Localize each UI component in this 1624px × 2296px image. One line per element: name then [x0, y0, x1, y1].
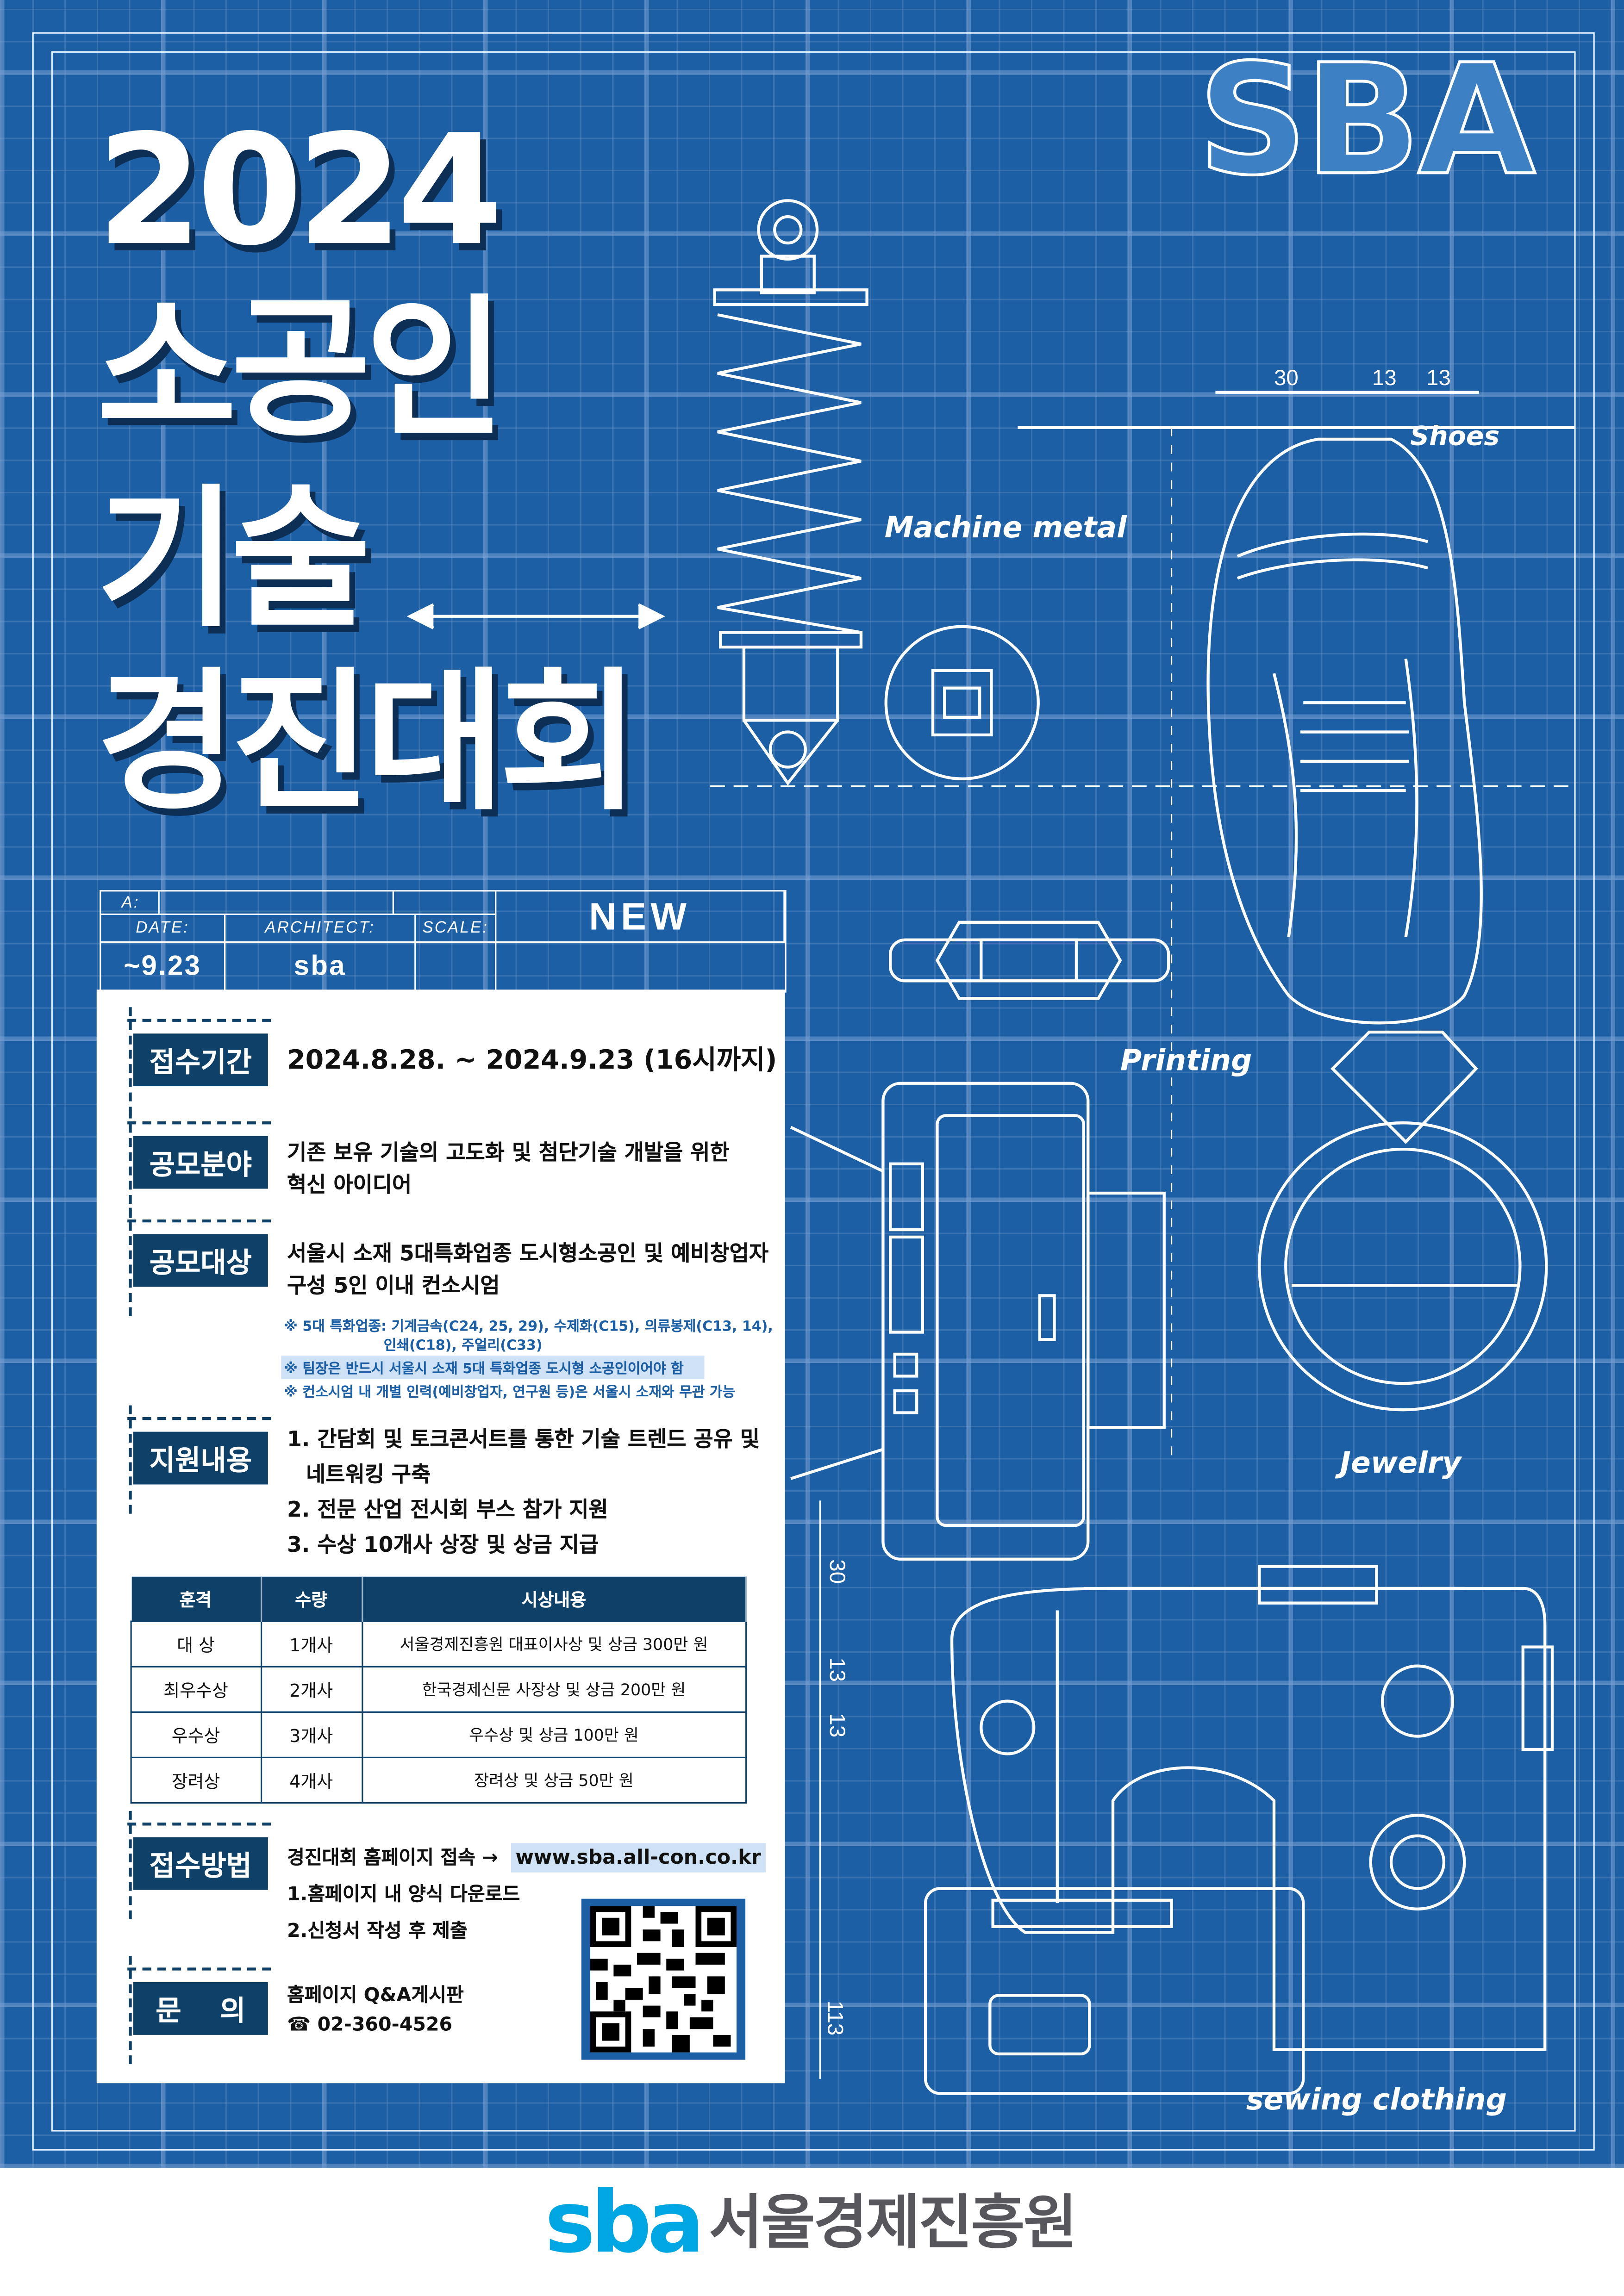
target-line: 구성 5인 이내 컨소시엄	[287, 1275, 500, 1299]
dimension-label: 13	[1426, 366, 1451, 391]
section-label-apply: 접수방법	[127, 1811, 271, 1919]
qr-code[interactable]	[581, 1898, 746, 2060]
support-line: 1. 간담회 및 토크콘서트를 통한 기술 트렌드 공유 및	[287, 1429, 760, 1452]
cell-award: 장려상 및 상금 50만 원	[361, 1756, 747, 1804]
table-header-row: 훈격 수량 시상내용	[131, 1576, 747, 1622]
section-label-support: 지원내용	[127, 1405, 271, 1514]
support-line: 2. 전문 산업 전시회 부스 참가 지원	[287, 1499, 608, 1523]
outer-frame	[32, 32, 1595, 2151]
field-line: 혁신 아이디어	[287, 1174, 412, 1198]
date-label: DATE:	[101, 915, 226, 943]
section-label-field: 공모분야	[127, 1109, 271, 1218]
column-header: 훈격	[131, 1576, 262, 1622]
dimension-label: 13	[1372, 366, 1397, 391]
target-note: ※ 컨소시엄 내 개별 인력(예비창업자, 연구원 등)은 서울시 소재와 무관…	[284, 1385, 736, 1401]
shock-absorber-drawing	[713, 199, 868, 786]
scale-value	[416, 943, 497, 991]
footer: sba 서울경제진흥원	[0, 2168, 1624, 2296]
cell-count: 2개사	[260, 1666, 362, 1713]
section-label-period: 접수기간	[127, 1007, 271, 1116]
sba-logo-mark: sba	[544, 2172, 705, 2272]
section-label-target: 공모대상	[127, 1207, 271, 1316]
title-block-cell	[159, 891, 394, 915]
double-arrow-icon	[406, 603, 665, 629]
column-header: 시상내용	[362, 1576, 747, 1622]
date-value: ~9.23	[101, 943, 226, 991]
apply-line: 경진대회 홈페이지 접속 →	[287, 1847, 498, 1870]
title-year: 2024	[96, 101, 503, 280]
dimension-label: 113	[822, 2000, 847, 2036]
section-label-contact: 문 의	[127, 1956, 271, 2065]
cell-rank: 최우수상	[130, 1666, 262, 1713]
cell-award: 서울경제진흥원 대표이사상 및 상금 300만 원	[361, 1620, 747, 1668]
title-line-3: 경진대회	[96, 653, 640, 832]
cell-rank: 우수상	[130, 1711, 262, 1759]
dimension-label: 13	[824, 1657, 849, 1682]
column-header: 수량	[261, 1576, 362, 1622]
field-line: 기존 보유 기술의 고도화 및 첨단기술 개발을 위한	[287, 1142, 730, 1165]
new-label: NEW	[496, 891, 785, 943]
architect-value: sba	[225, 943, 416, 991]
org-name: 서울경제진흥원	[708, 2190, 1077, 2258]
cell-rank: 대 상	[130, 1620, 262, 1668]
label-shoes: Shoes	[1410, 422, 1500, 453]
cell-award: 한국경제신문 사장상 및 상금 200만 원	[361, 1666, 747, 1713]
ring-drawing	[1258, 1030, 1548, 1412]
a-label: A:	[101, 891, 160, 915]
cell-count: 1개사	[260, 1620, 362, 1668]
title-block: A: DATE: ARCHITECT: SCALE: NEW ~9.23 sba	[100, 890, 787, 993]
gem-bracelet-drawing	[889, 921, 1170, 1000]
label-printing: Printing	[1120, 1042, 1252, 1078]
label-jewelry: Jewelry	[1340, 1445, 1462, 1480]
target-note-highlight: ※ 팀장은 반드시 서울시 소재 5대 특화업종 도시형 소공인이어야 함	[281, 1356, 705, 1379]
brand-outline: SBA	[1196, 31, 1537, 210]
cell-award: 우수상 및 상금 100만 원	[361, 1711, 747, 1759]
target-note: ※ 5대 특화업종: 기계금속(C24, 25, 29), 수제화(C15), …	[284, 1319, 773, 1335]
target-note: 인쇄(C18), 주얼리(C33)	[383, 1338, 543, 1354]
contact-phone: ☎ 02-360-4526	[287, 2014, 453, 2037]
label-machine-metal: Machine metal	[884, 509, 1127, 545]
knob-drawing	[884, 625, 1040, 780]
architect-label: ARCHITECT:	[225, 915, 416, 943]
apply-step: 1.홈페이지 내 양식 다운로드	[287, 1884, 520, 1906]
dimension-label: 13	[824, 1713, 849, 1738]
dimension-label: 30	[1274, 366, 1299, 391]
title-line-1: 소공인	[96, 280, 506, 459]
sewing-machine-drawing	[819, 1500, 1554, 2095]
support-line: 네트워킹 구축	[306, 1464, 431, 1487]
apply-url-link[interactable]: www.sba.all-con.co.kr	[511, 1843, 766, 1873]
printer-drawing	[790, 1082, 1166, 1561]
info-panel: 접수기간 2024.8.28. ~ 2024.9.23 (16시까지) 공모분야…	[96, 989, 785, 2084]
title-block-cell	[394, 891, 497, 915]
contact-board: 홈페이지 Q&A게시판	[287, 1985, 464, 2007]
dimension-label: 30	[824, 1559, 849, 1584]
cell-rank: 장려상	[130, 1756, 262, 1804]
cell-count: 3개사	[260, 1711, 362, 1759]
period-text: 2024.8.28. ~ 2024.9.23 (16시까지)	[287, 1045, 777, 1076]
blueprint-illustrations	[406, 199, 1574, 2095]
title-line-2: 기술	[96, 470, 371, 649]
support-line: 3. 수상 10개사 상장 및 상금 지급	[287, 1534, 599, 1558]
scale-label: SCALE:	[416, 915, 497, 943]
target-line: 서울시 소재 5대특화업종 도시형소공인 및 예비창업자	[287, 1243, 769, 1267]
cell-count: 4개사	[260, 1756, 362, 1804]
shoe-drawing	[710, 391, 1574, 1464]
qr-code-icon	[590, 1906, 737, 2053]
inner-frame	[51, 51, 1576, 2132]
apply-step: 2.신청서 작성 후 제출	[287, 1921, 468, 1943]
label-sewing-clothing: sewing clothing	[1246, 2082, 1507, 2117]
